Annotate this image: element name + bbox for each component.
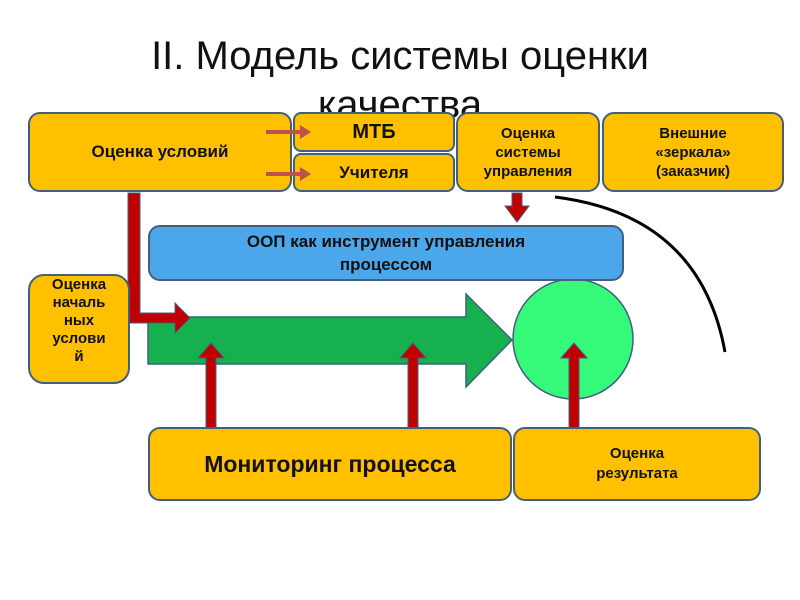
monitoring-up-arrow-2	[398, 342, 428, 429]
management-to-oop-arrow	[504, 192, 530, 223]
external-mirrors-box: Внешние «зеркала» (заказчик)	[602, 112, 784, 192]
teachers-box: Учителя	[293, 153, 455, 192]
feedback-arc	[554, 195, 727, 353]
process-monitoring-label: Мониторинг процесса	[204, 450, 456, 477]
slide-title-line-1: II. Модель системы оценки	[151, 34, 649, 78]
oop-label: ООП как инструмент управления процессом	[246, 232, 526, 274]
conditions-assessment-label: Оценка условий	[91, 142, 229, 161]
mtb-box: МТБ	[293, 112, 455, 152]
management-assessment-box: Оценка системы управления	[456, 112, 600, 192]
mtb-label: МТБ	[352, 120, 396, 143]
result-assessment-box: Оценка результата	[513, 427, 761, 501]
initial-conditions-box: Оценка началь ных услови й	[28, 274, 130, 384]
conditions-assessment-box: Оценка условий	[28, 112, 292, 192]
result-assessment-label: Оценка результата	[596, 445, 678, 482]
oop-box: ООП как инструмент управления процессом	[148, 225, 624, 281]
teachers-label: Учителя	[339, 162, 409, 182]
external-mirrors-label: Внешние «зеркала» (заказчик)	[655, 124, 731, 180]
monitoring-up-arrow-1	[196, 342, 226, 429]
conditions-to-process-arrow	[127, 192, 191, 335]
initial-conditions-label: Оценка началь ных услови й	[51, 276, 107, 365]
process-arrow	[147, 292, 514, 389]
management-assessment-label: Оценка системы управления	[483, 124, 573, 180]
process-monitoring-box: Мониторинг процесса	[148, 427, 512, 501]
result-up-arrow	[559, 342, 589, 429]
